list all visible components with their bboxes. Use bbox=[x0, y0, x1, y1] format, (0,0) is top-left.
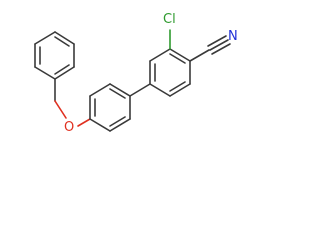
oxygen-atom-label: O bbox=[64, 120, 74, 135]
benzyl-linker bbox=[54, 78, 67, 119]
molecule-drawing: O bbox=[34, 12, 238, 135]
nitrile-group bbox=[189, 35, 231, 62]
benzyl-ring bbox=[34, 31, 75, 80]
chlorobenzonitrile-ring bbox=[149, 48, 191, 97]
structure-canvas: O bbox=[34, 12, 238, 135]
nitrogen-atom-label: N bbox=[228, 29, 238, 44]
biaryl-bond bbox=[129, 83, 151, 97]
chlorine-atom-label: Cl bbox=[163, 12, 176, 27]
middle-phenyl-ring bbox=[89, 83, 131, 132]
ether-bond bbox=[77, 118, 91, 127]
